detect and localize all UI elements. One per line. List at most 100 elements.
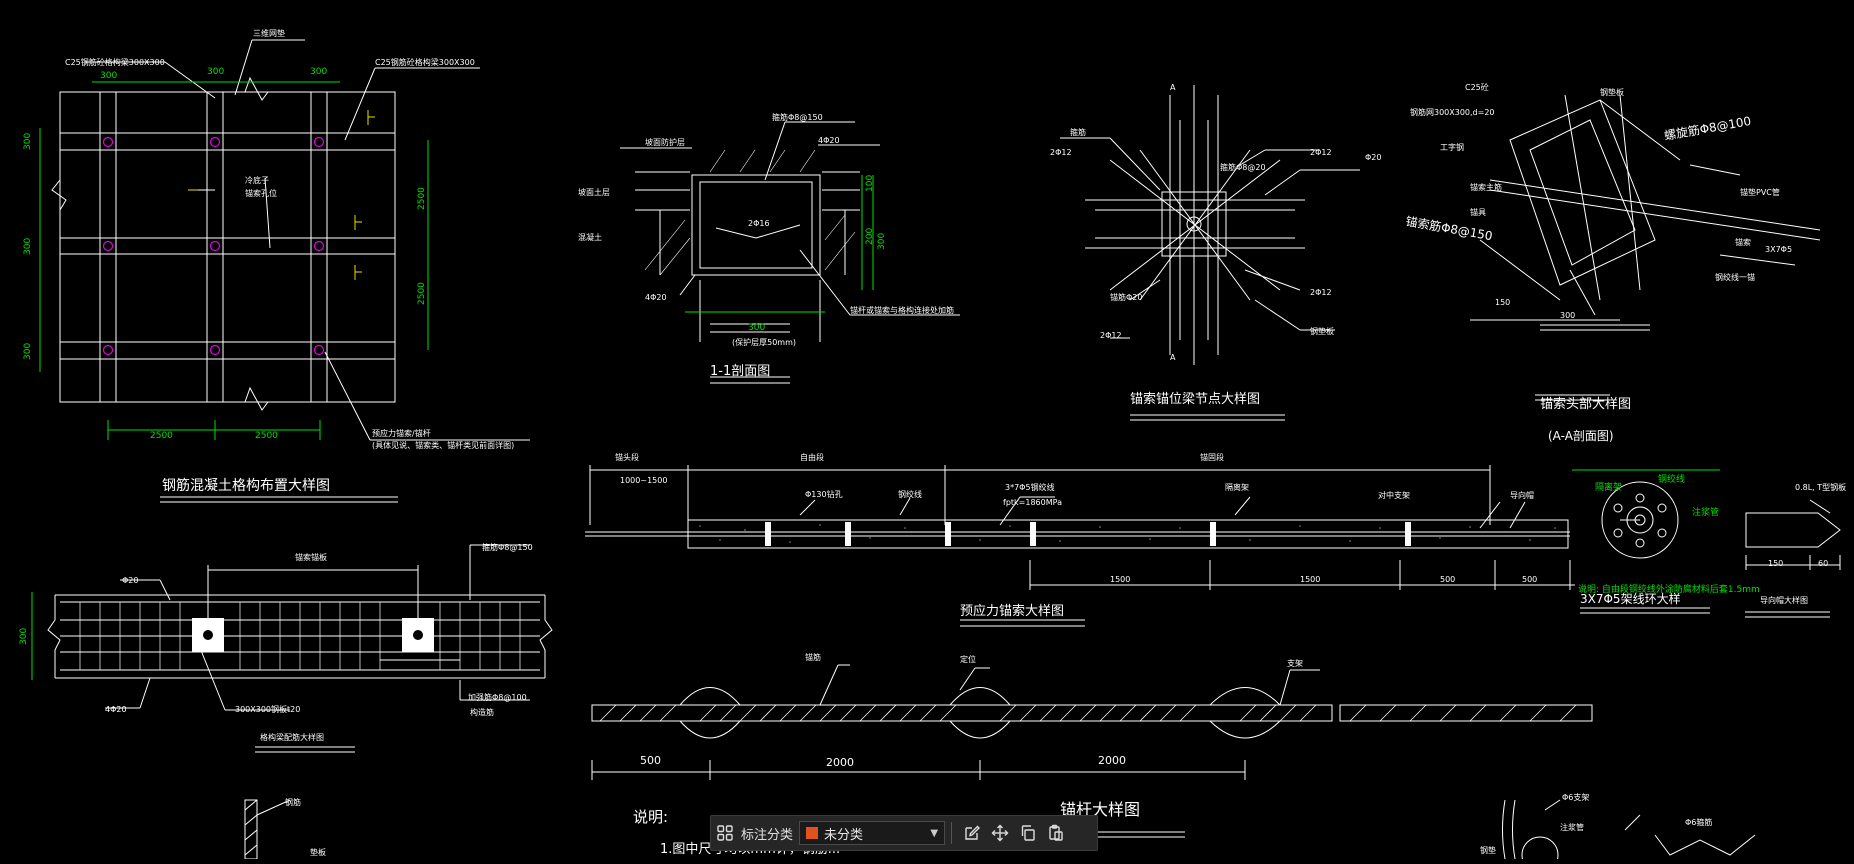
callout-grid-1: C25钢筋砼格构梁300X300 bbox=[65, 57, 165, 67]
beam-label-3: 300X300钢板t20 bbox=[235, 704, 300, 714]
grid-dim-right-1: 2500 bbox=[417, 187, 427, 210]
node-label-6: Φ20 bbox=[1365, 153, 1381, 162]
sec-dim-height: 300 bbox=[877, 233, 887, 250]
head-label-5: 锚索主筋 bbox=[1470, 182, 1502, 192]
category-select[interactable]: 未分类 ▼ bbox=[799, 821, 946, 845]
notes-title: 说明: bbox=[633, 808, 668, 826]
head-label-3: 钢筋网300X300,d=20 bbox=[1410, 107, 1495, 117]
rod-dim-1: 500 bbox=[640, 754, 661, 767]
category-color-swatch bbox=[806, 827, 819, 839]
callout-grid-3: C25钢筋砼格构梁300X300 bbox=[375, 57, 475, 67]
sec-dim-200: 200 bbox=[865, 228, 875, 245]
node-detail bbox=[1060, 85, 1360, 421]
ring-note: 说明: 自由段钢绞线外涂防腐材料后套1.5mm bbox=[1578, 583, 1760, 595]
rod-label-1: 锚筋 bbox=[805, 652, 821, 662]
guide-label-2: 150 bbox=[1768, 559, 1783, 568]
callout-grid-2: 三维网垫 bbox=[253, 28, 285, 38]
sec-label-1: 箍筋Φ8@150 bbox=[772, 112, 823, 122]
sec-label-5: 混凝土 bbox=[578, 232, 602, 242]
ring-label-3: 注浆管 bbox=[1692, 506, 1719, 518]
copy-icon[interactable] bbox=[1014, 819, 1042, 847]
bottom-label-6: Φ6箍筋 bbox=[1685, 817, 1712, 827]
head-dim-2: 300 bbox=[1560, 311, 1575, 320]
ring-label-2: 钢绞线 bbox=[1658, 473, 1685, 485]
grid-view bbox=[51, 39, 530, 503]
sec-label-8: (保护层厚50mm) bbox=[732, 337, 796, 347]
section-markers bbox=[188, 110, 375, 280]
grid-dim-top-3: 300 bbox=[310, 67, 327, 77]
callout-grid-7: (具体见说、锚索类、锚杆类见前面详图) bbox=[372, 440, 514, 450]
guide-label-3: 60 bbox=[1818, 559, 1828, 568]
cable-dim-2: 1500 bbox=[1300, 575, 1320, 584]
beam-label-1: 箍筋Φ8@150 bbox=[482, 542, 533, 552]
rod-label-2: 定位 bbox=[960, 654, 976, 664]
rod-dim-3: 2000 bbox=[1098, 754, 1126, 767]
anchor-head-title: 锚索头部大样图 bbox=[1540, 397, 1631, 412]
paste-icon[interactable] bbox=[1042, 819, 1070, 847]
head-label-11: 3X7Φ5 bbox=[1765, 245, 1792, 254]
bottom-label-2: 垫板 bbox=[310, 847, 326, 857]
node-label-5: 2Φ12 bbox=[1310, 148, 1332, 157]
node-label-3: 2Φ12 bbox=[1050, 148, 1072, 157]
head-label-12: 钢绞线一锚 bbox=[1715, 272, 1755, 282]
grid-dim-left-1: 300 bbox=[23, 133, 33, 150]
rod-label-3: 支架 bbox=[1287, 658, 1303, 668]
grid-dim-left-3: 300 bbox=[23, 343, 33, 360]
beam-detail-anchor-plates bbox=[192, 618, 434, 652]
grid-apps-icon[interactable] bbox=[711, 819, 739, 847]
ring-label-1: 隔离架 bbox=[1595, 481, 1622, 493]
edit-icon[interactable] bbox=[958, 819, 986, 847]
anchor-cable bbox=[585, 465, 1640, 627]
cable-label-7: 隔离架 bbox=[1225, 482, 1249, 492]
cable-dim-1: 1500 bbox=[1110, 575, 1130, 584]
node-label-9: 2Φ12 bbox=[1100, 331, 1122, 340]
rod-dim-2: 2000 bbox=[826, 756, 854, 769]
grid-dim-left-2: 300 bbox=[23, 238, 33, 255]
guide-cap-title: 导向帽大样图 bbox=[1760, 595, 1808, 605]
cable-label-11: 锚头段 bbox=[615, 452, 639, 462]
sec-label-6: 4Φ20 bbox=[645, 293, 667, 302]
head-label-10: 锚索 bbox=[1735, 237, 1751, 247]
cable-label-10: 1000~1500 bbox=[620, 476, 667, 485]
cable-dim-3: 500 bbox=[1440, 575, 1455, 584]
beam-detail-title: 格构梁配筋大样图 bbox=[260, 732, 324, 742]
beam-label-4: 4Φ20 bbox=[105, 705, 127, 714]
node-label-2: 箍筋 bbox=[1070, 127, 1086, 137]
dimension-lines bbox=[31, 81, 1720, 680]
node-detail-title: 锚索锚位梁节点大样图 bbox=[1130, 392, 1260, 407]
section-1-1-title: 1-1剖面图 bbox=[710, 364, 770, 379]
head-label-6: 锚具 bbox=[1470, 207, 1486, 217]
move-icon[interactable] bbox=[986, 819, 1014, 847]
section-1-1 bbox=[620, 121, 960, 384]
beam-label-2: Φ20 bbox=[122, 576, 138, 585]
sec-dim-width: 300 bbox=[748, 323, 765, 333]
head-label-1: C25砼 bbox=[1465, 82, 1489, 92]
beam-detail bbox=[47, 544, 553, 753]
anchor-head-detail bbox=[1470, 94, 1821, 401]
beam-dim-300: 300 bbox=[19, 628, 29, 645]
cable-label-5: 3*7Φ5钢绞线 bbox=[1005, 482, 1055, 492]
cable-label-8: 对中支架 bbox=[1378, 490, 1410, 500]
cable-label-2: 锚固段 bbox=[1200, 452, 1224, 462]
head-label-2: 钢垫板 bbox=[1600, 87, 1624, 97]
head-label-4: 工字钢 bbox=[1440, 142, 1464, 152]
bottom-label-5: 钢垫 bbox=[1480, 845, 1496, 855]
grid-dim-bottom-1: 2500 bbox=[150, 431, 173, 441]
cable-label-6: fptk=1860MPa bbox=[1003, 498, 1062, 507]
bottom-label-4: 注浆管 bbox=[1560, 822, 1584, 832]
cable-label-9: 导向帽 bbox=[1510, 490, 1534, 500]
bottom-label-1: 钢筋 bbox=[285, 797, 301, 807]
grid-dim-top-2: 300 bbox=[207, 67, 224, 77]
chevron-down-icon: ▼ bbox=[930, 827, 939, 839]
node-label-10: 钢垫板 bbox=[1310, 326, 1334, 336]
category-label: 标注分类 bbox=[741, 827, 794, 843]
category-select-value: 未分类 bbox=[824, 827, 864, 843]
grid-dim-bottom-2: 2500 bbox=[255, 431, 278, 441]
bottom-label-3: Φ6支架 bbox=[1562, 792, 1589, 802]
node-label-a-bottom: A bbox=[1170, 353, 1176, 362]
callout-grid-5: 锚索孔位 bbox=[245, 188, 277, 198]
guide-cap bbox=[1745, 499, 1841, 618]
beam-label-6: 构造筋 bbox=[470, 707, 494, 717]
head-label-7: 螺旋筋Φ8@100 bbox=[1663, 113, 1752, 143]
